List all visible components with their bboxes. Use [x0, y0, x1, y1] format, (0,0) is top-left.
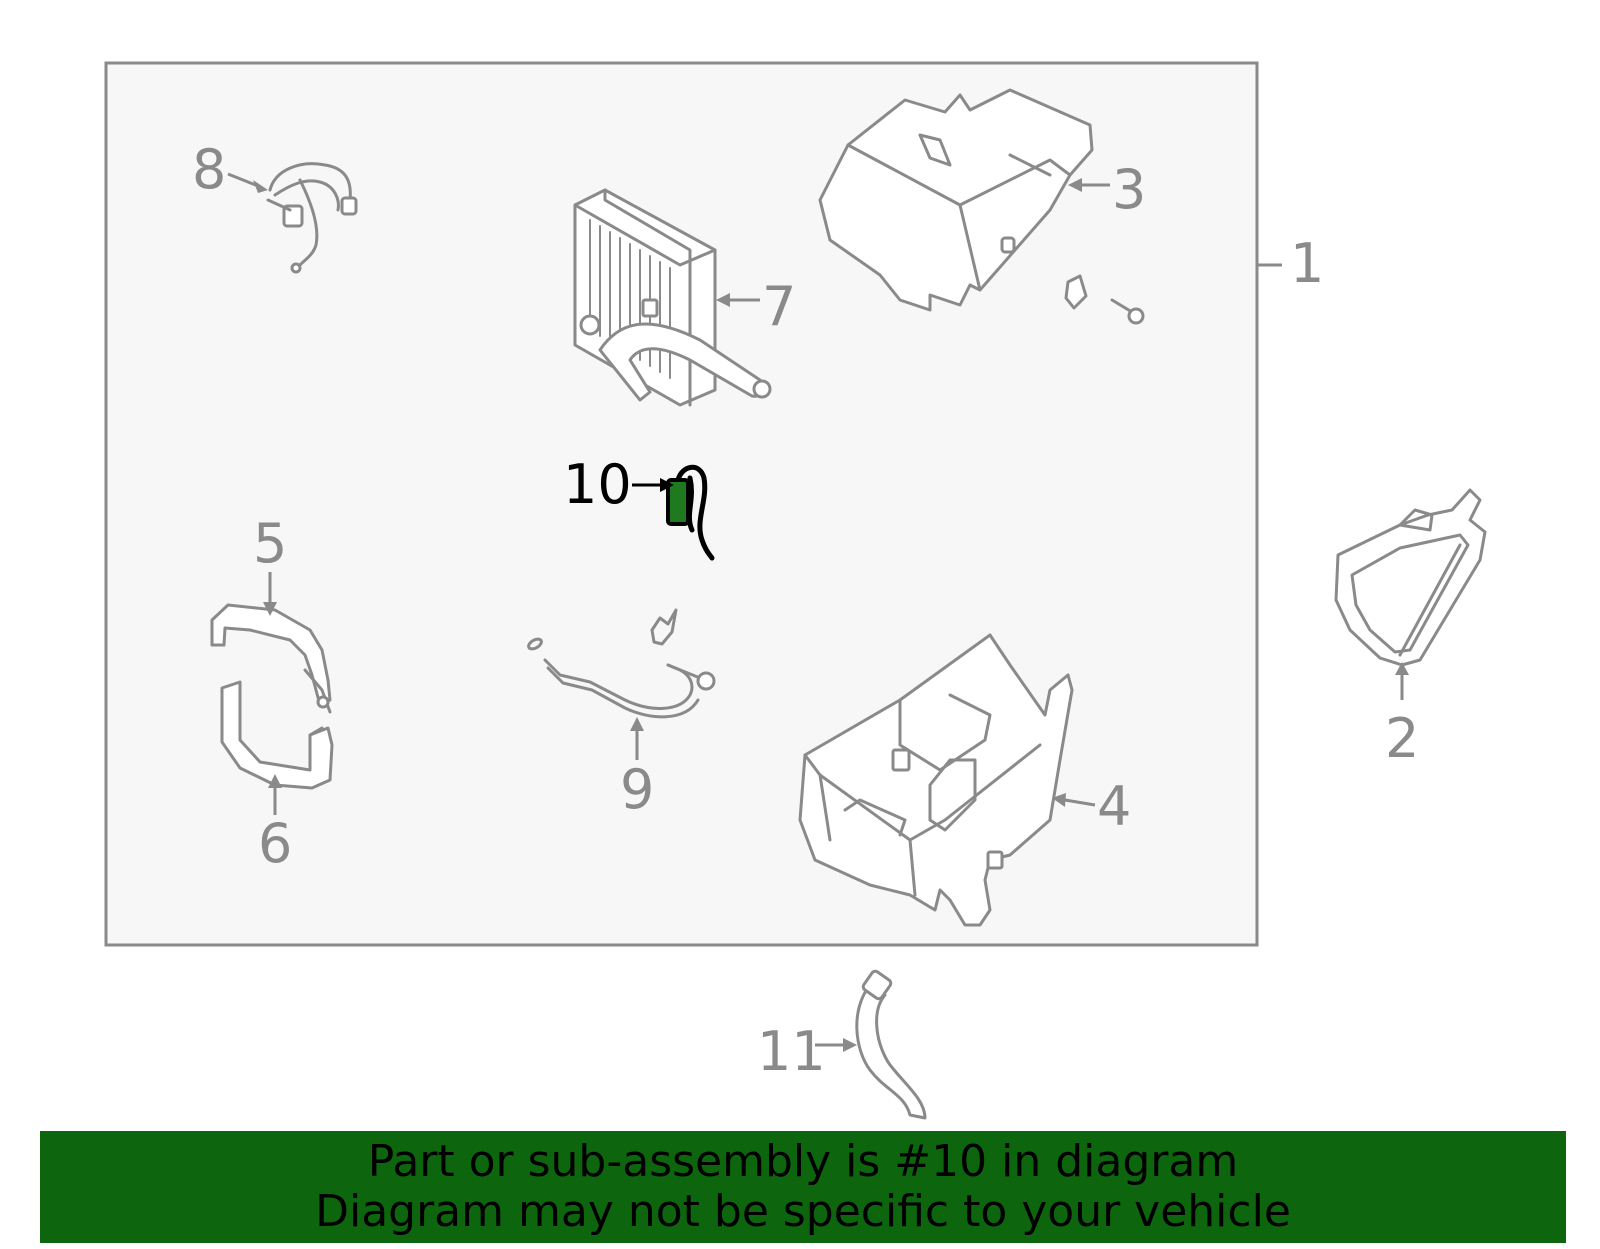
callout-6: 6 [258, 812, 292, 875]
callout-11: 11 [757, 1020, 826, 1083]
leader-8 [227, 172, 259, 188]
part-9-tube [527, 608, 716, 719]
part-11-hose [855, 969, 927, 1120]
part-2-duct [1334, 488, 1487, 667]
part-10-highlighted [666, 464, 715, 561]
banner-part-line: Part or sub-assembly is #10 in diagram [367, 1136, 1239, 1187]
part-8-sensor-harness [266, 162, 358, 274]
callout-9: 9 [620, 758, 654, 821]
banner-disclaimer-line: Diagram may not be specific to your vehi… [315, 1186, 1291, 1237]
part-4-lower-case [798, 633, 1074, 927]
callout-10: 10 [563, 453, 632, 516]
callout-4: 4 [1097, 775, 1131, 838]
callout-1: 1 [1290, 232, 1324, 295]
part-7-evaporator-core [573, 188, 772, 407]
callout-2: 2 [1385, 707, 1419, 770]
leader-4 [1064, 798, 1096, 807]
callout-5: 5 [253, 512, 287, 575]
part-5-bracket [210, 603, 332, 714]
callout-3: 3 [1112, 158, 1146, 221]
info-banner: Part or sub-assembly is #10 in diagram D… [40, 1131, 1566, 1243]
part-6-bracket [220, 680, 334, 790]
callout-7: 7 [762, 275, 796, 338]
callout-8: 8 [192, 138, 226, 201]
part-3-upper-case [818, 88, 1145, 325]
